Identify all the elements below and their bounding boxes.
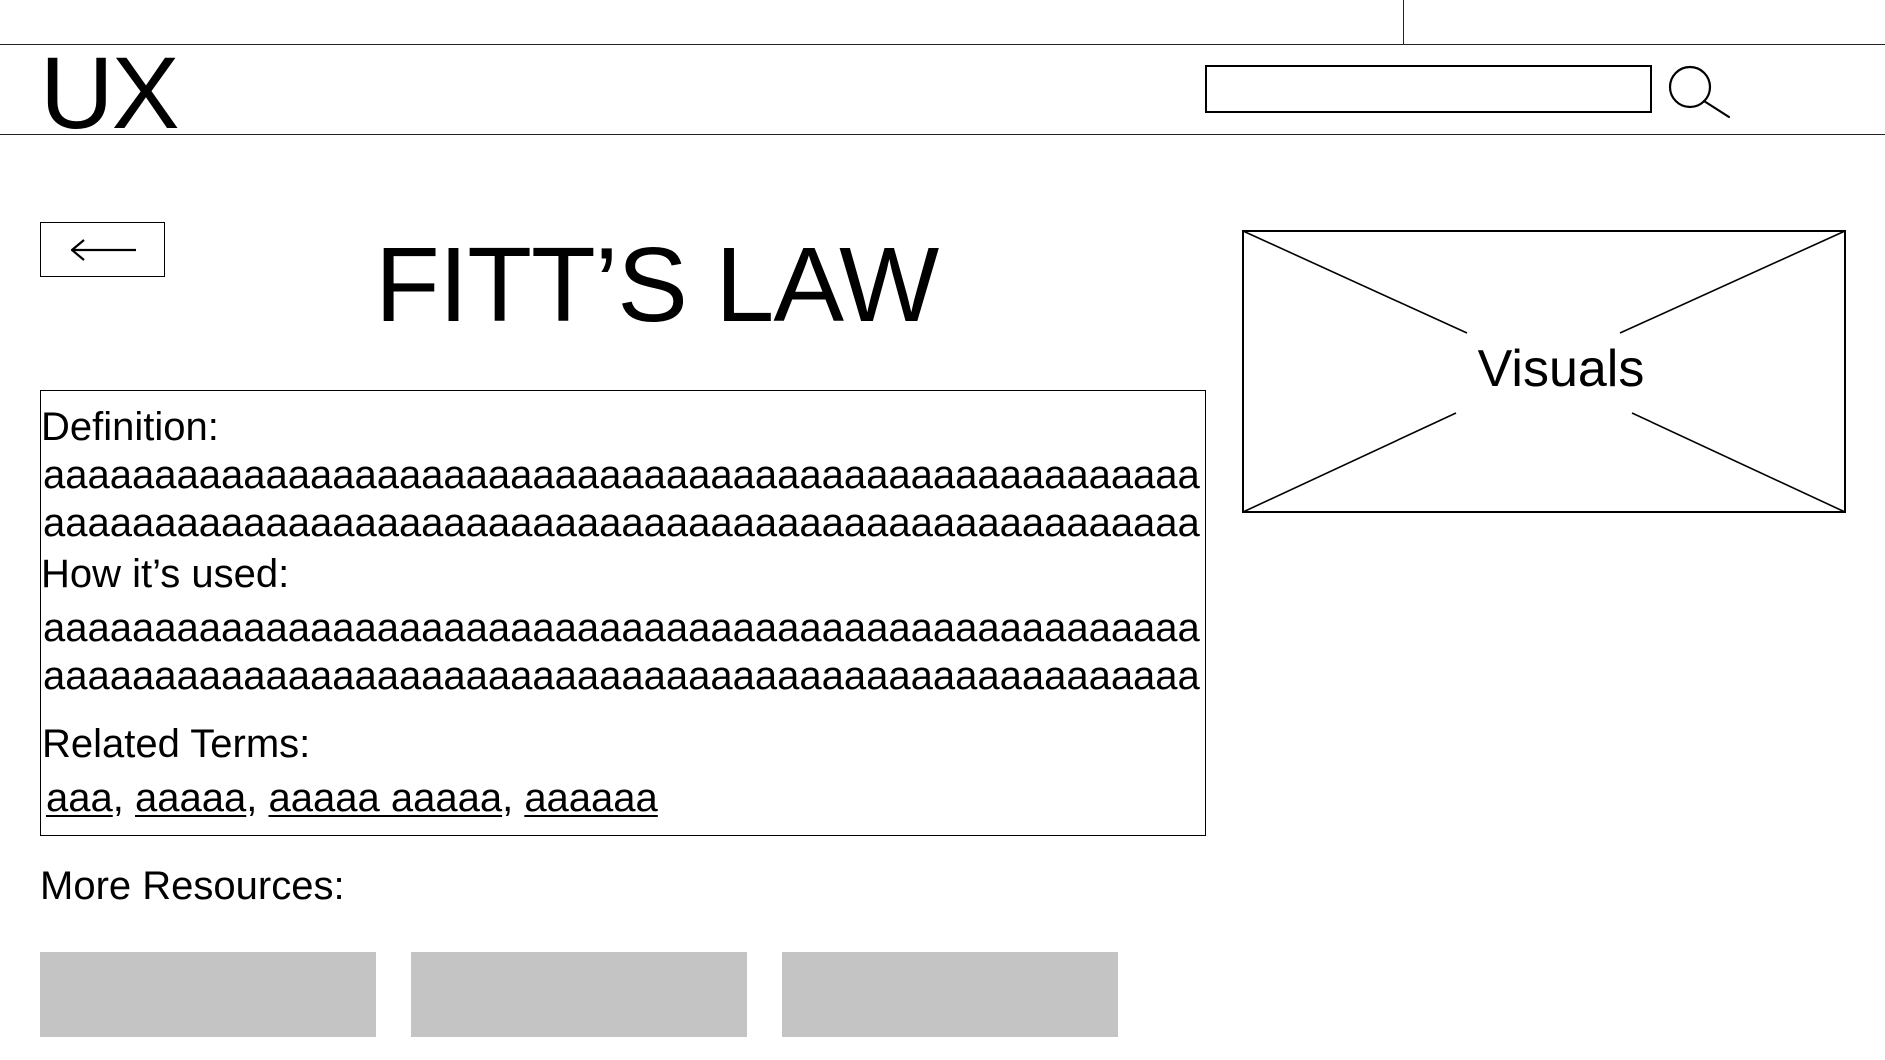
back-button[interactable]: [40, 222, 165, 277]
top-bar-border: [0, 44, 1885, 45]
visual-placeholder: [1242, 230, 1846, 513]
search-icon[interactable]: [1665, 62, 1733, 120]
related-term-link[interactable]: aaaaaa: [524, 776, 658, 820]
usage-line-2: aaaaaaaaaaaaaaaaaaaaaaaaaaaaaaaaaaaaaaaa…: [43, 654, 1200, 698]
content-box: Definition: aaaaaaaaaaaaaaaaaaaaaaaaaaaa…: [40, 390, 1206, 836]
related-terms-label: Related Terms:: [42, 722, 311, 766]
related-term-link[interactable]: aaa: [46, 776, 113, 820]
definition-line-2: aaaaaaaaaaaaaaaaaaaaaaaaaaaaaaaaaaaaaaaa…: [43, 501, 1200, 545]
separator: ,: [246, 776, 258, 820]
arrow-left-icon: [70, 238, 136, 261]
definition-label: Definition:: [41, 405, 219, 449]
separator: ,: [112, 776, 124, 820]
related-term-link[interactable]: aaaaa aaaaa: [268, 776, 503, 820]
usage-label: How it’s used:: [41, 552, 290, 596]
top-bar-divider: [1403, 0, 1404, 44]
resource-card-1[interactable]: [40, 952, 376, 1037]
usage-line-1: aaaaaaaaaaaaaaaaaaaaaaaaaaaaaaaaaaaaaaaa…: [43, 606, 1200, 650]
search-input[interactable]: [1205, 65, 1652, 113]
separator: ,: [502, 776, 514, 820]
more-resources-heading: More Resources:: [40, 864, 345, 908]
resource-card-2[interactable]: [411, 952, 747, 1037]
page-title: FITT’S LAW: [375, 226, 939, 344]
logo[interactable]: UX: [40, 36, 180, 150]
related-terms-list: aaa, aaaaa, aaaaa aaaaa, aaaaaa: [46, 778, 658, 818]
header-border: [0, 134, 1885, 135]
visuals-label: Visuals: [1477, 340, 1645, 398]
related-term-link[interactable]: aaaaa: [135, 776, 247, 820]
resource-card-3[interactable]: [782, 952, 1118, 1037]
definition-line-1: aaaaaaaaaaaaaaaaaaaaaaaaaaaaaaaaaaaaaaaa…: [43, 453, 1200, 497]
